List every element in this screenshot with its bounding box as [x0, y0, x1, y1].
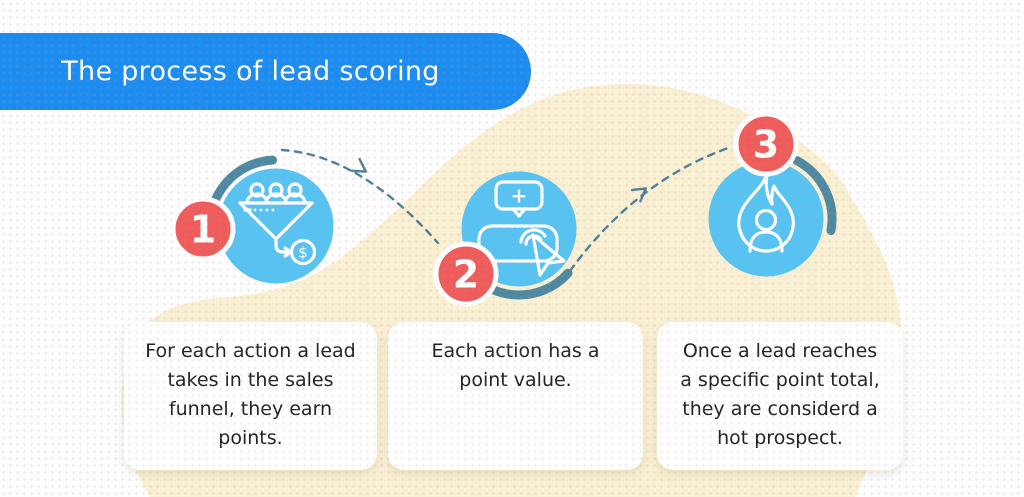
bubble-tail: [511, 207, 527, 218]
step-3-circle: [708, 161, 824, 277]
step-2-number: 2: [453, 253, 479, 297]
connector-1-2: [280, 148, 440, 245]
cursor-arrow: [531, 233, 566, 277]
plus-glyph: +: [511, 184, 528, 208]
title-banner: The process of lead scoring: [0, 33, 531, 110]
funnel-outline: [238, 201, 314, 241]
page-title: The process of lead scoring: [61, 56, 440, 87]
click-ripple-outer: [519, 228, 547, 244]
lead-shoulders: [245, 192, 307, 205]
hot-prospect-flame-icon: [737, 172, 795, 253]
step-2-card: Each action has a point value.: [388, 322, 643, 470]
connector-arrow-1-2: [350, 157, 368, 173]
funnel-dots: [253, 208, 275, 212]
step-1-number: 1: [190, 208, 216, 252]
step-1-circle: [218, 168, 334, 284]
leads-sales-funnel-icon: $: [238, 182, 317, 266]
progress-arc-3: [792, 156, 837, 235]
step-3-description: Once a lead reaches a specific point tot…: [680, 340, 880, 449]
person-head: [754, 208, 778, 232]
dollar-circle: [289, 238, 317, 266]
step-1-card: For each action a lead takes in the sale…: [124, 322, 377, 470]
lead-head-3: [287, 182, 303, 198]
dollar-glyph: $: [298, 244, 308, 262]
person-body: [748, 230, 784, 253]
lead-head-2: [268, 182, 284, 198]
plus-bubble: [494, 180, 544, 211]
button-pill: [477, 224, 559, 263]
funnel-arrow: [274, 237, 290, 254]
step-2-badge: 2: [433, 241, 499, 307]
step-3-badge: 3: [733, 111, 799, 177]
step-1-description: For each action a lead takes in the sale…: [145, 340, 356, 449]
step-3-number: 3: [753, 123, 779, 167]
connector-arrow-2-3: [630, 187, 647, 203]
flame-outline: [737, 172, 795, 253]
action-click-button-icon: +: [477, 180, 566, 277]
lead-head-1: [249, 182, 265, 198]
step-2-description: Each action has a point value.: [431, 340, 600, 391]
step-1-badge: 1: [170, 196, 236, 262]
step-3-card: Once a lead reaches a specific point tot…: [657, 322, 903, 470]
